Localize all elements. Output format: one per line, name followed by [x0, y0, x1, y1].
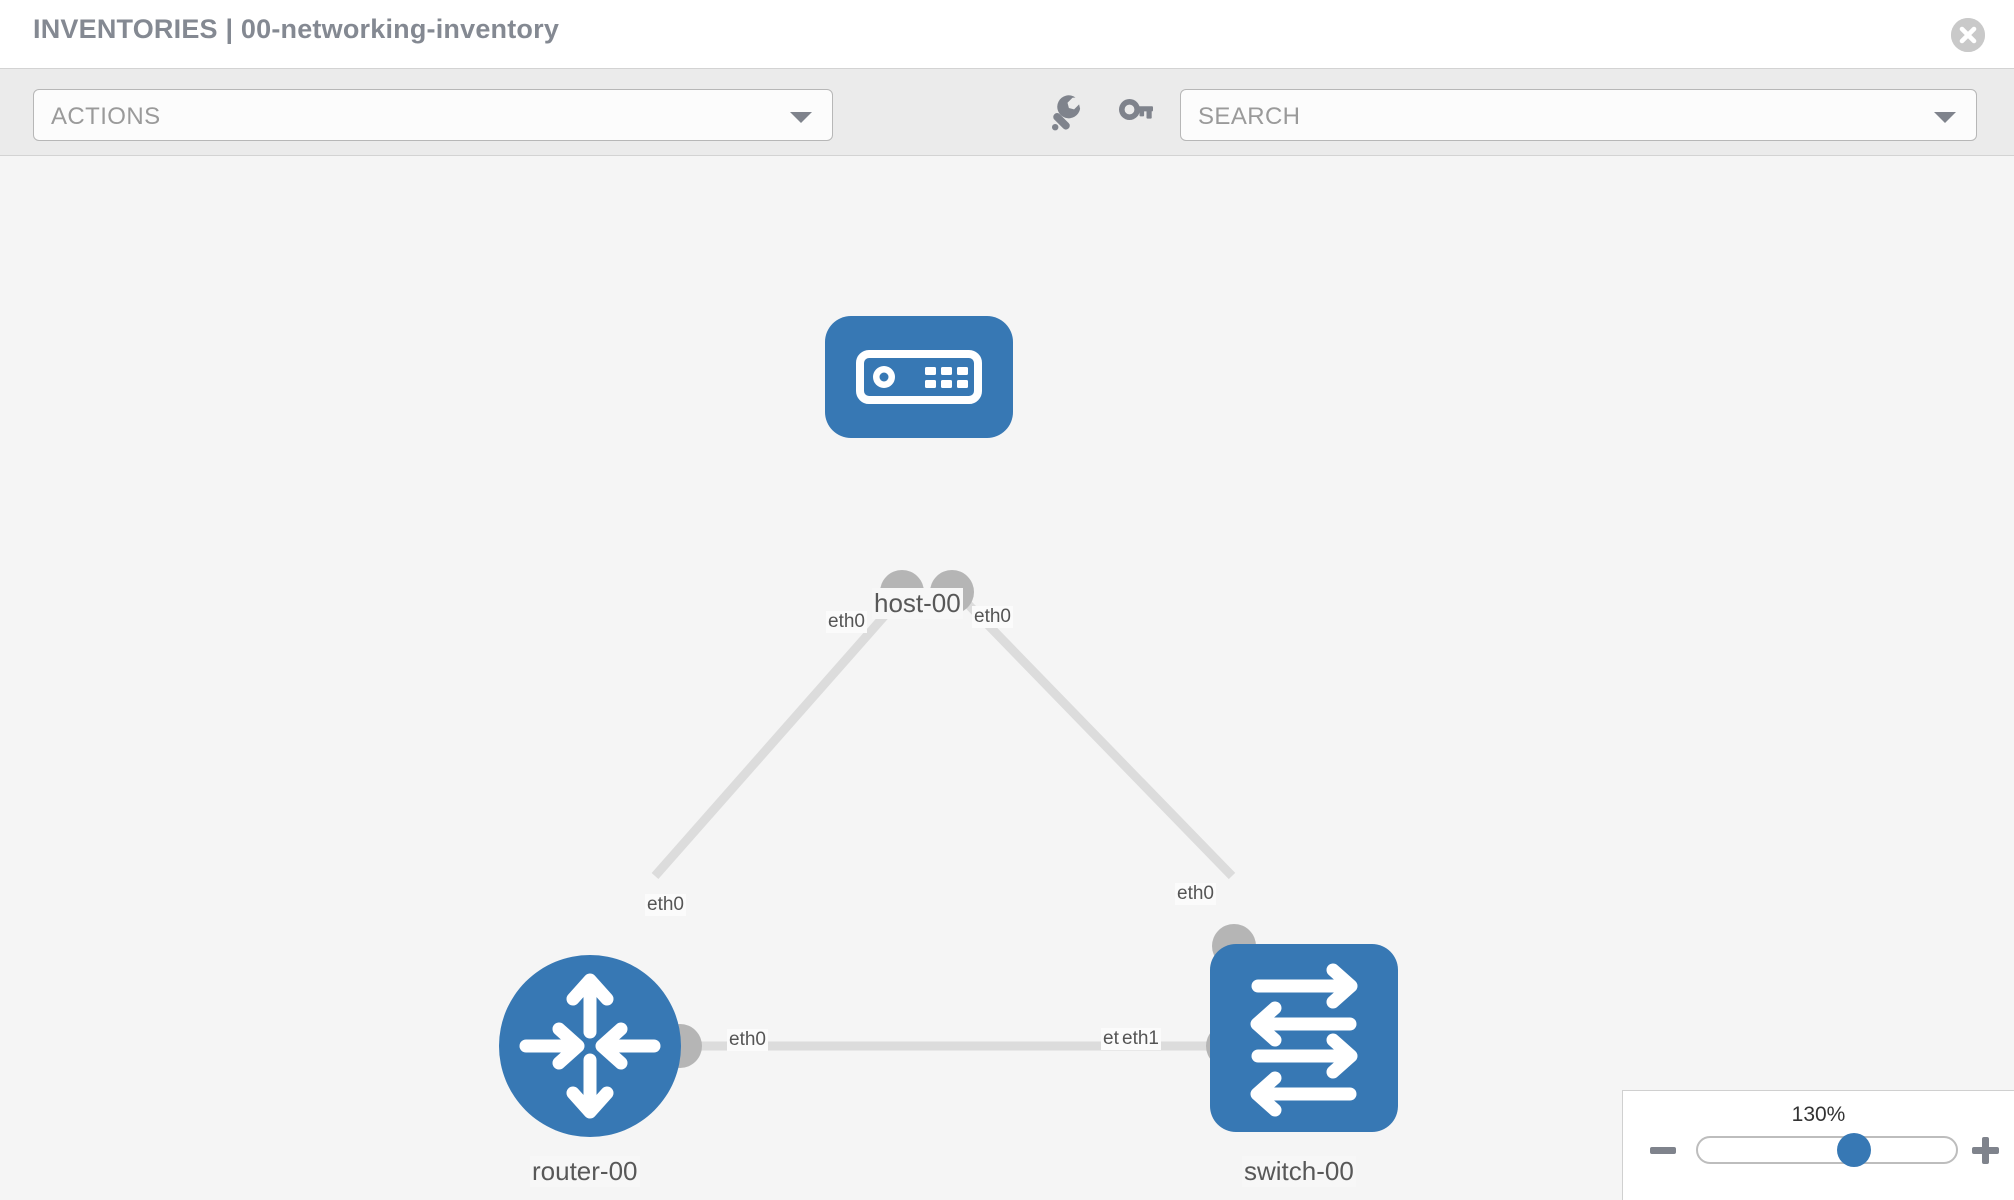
interface-label: eth0	[727, 1029, 768, 1051]
chevron-down-icon	[790, 112, 812, 123]
node-label-router-00: router-00	[530, 1156, 640, 1187]
wrench-icon[interactable]	[1042, 91, 1088, 137]
node-router-00	[499, 955, 681, 1137]
node-label-host-00: host-00	[872, 588, 963, 619]
zoom-control-panel: 130%	[1622, 1090, 2014, 1200]
actions-dropdown-label: ACTIONS	[51, 103, 161, 130]
key-icon[interactable]	[1110, 91, 1156, 137]
topology-links	[651, 592, 1236, 1051]
page-header: INVENTORIES | 00-networking-inventory	[0, 0, 2014, 68]
page-title: INVENTORIES | 00-networking-inventory	[33, 14, 560, 44]
zoom-in-button-vertical[interactable]	[1982, 1137, 1989, 1164]
search-input[interactable]: SEARCH	[1180, 89, 1977, 141]
interface-label: eth0	[645, 894, 686, 916]
zoom-percent-label: 130%	[1791, 1103, 1846, 1126]
close-icon[interactable]	[1951, 18, 1985, 52]
interface-label: eth1	[1120, 1028, 1161, 1050]
actions-dropdown[interactable]: ACTIONS	[33, 89, 833, 141]
toolbar: ACTIONS SEARC	[0, 68, 2014, 156]
zoom-slider-track[interactable]	[1696, 1136, 1958, 1164]
interface-label: eth0	[1175, 883, 1216, 905]
node-label-switch-00: switch-00	[1242, 1156, 1356, 1187]
interface-label: eth0	[826, 611, 867, 633]
interface-label: eth0	[972, 606, 1013, 628]
zoom-slider-handle[interactable]	[1837, 1133, 1872, 1167]
zoom-out-button[interactable]	[1650, 1147, 1676, 1154]
topology-endpoints	[658, 570, 1256, 1068]
node-host-00	[825, 316, 1013, 438]
search-placeholder: SEARCH	[1198, 103, 1301, 130]
node-switch-00	[1210, 944, 1398, 1132]
topology-canvas[interactable]: host-00 router-00 switch-00 eth0 eth0 et…	[0, 156, 2014, 1200]
chevron-down-icon[interactable]	[1934, 112, 1956, 123]
